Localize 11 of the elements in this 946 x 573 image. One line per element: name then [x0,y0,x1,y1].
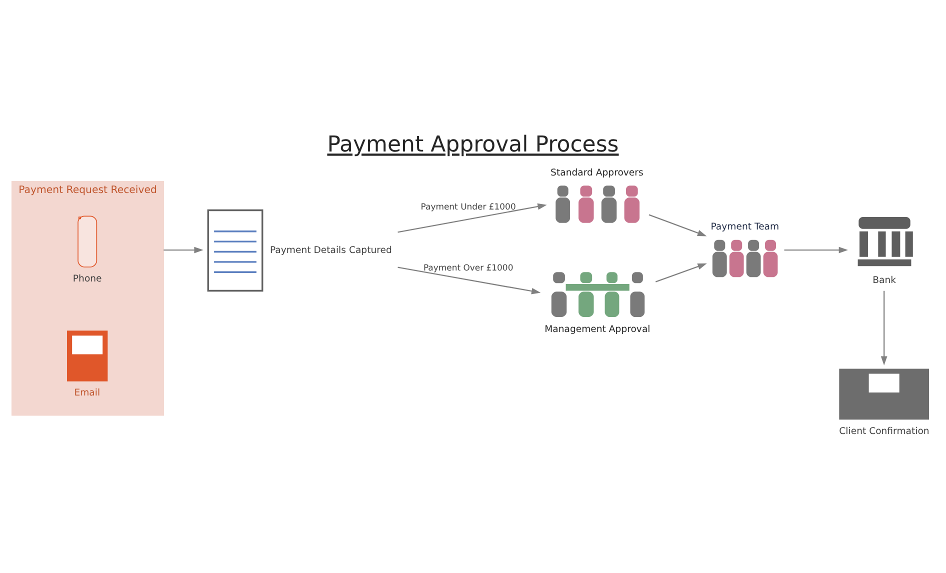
node-label: Bank [872,274,896,286]
node-label: Client Confirmation [839,426,930,437]
node-label: Management Approval [544,324,650,336]
diagram-title: Payment Approval Process [327,132,619,158]
edge-label: Payment Over £1000 [423,262,514,272]
node-label: Email [74,388,100,399]
node-label: Payment Details Captured [270,244,392,256]
node-label: Standard Approvers [550,167,644,178]
node-label: Payment Team [710,222,780,233]
edge-label: Payment Under £1000 [420,201,516,212]
node-label: Phone [72,273,102,284]
